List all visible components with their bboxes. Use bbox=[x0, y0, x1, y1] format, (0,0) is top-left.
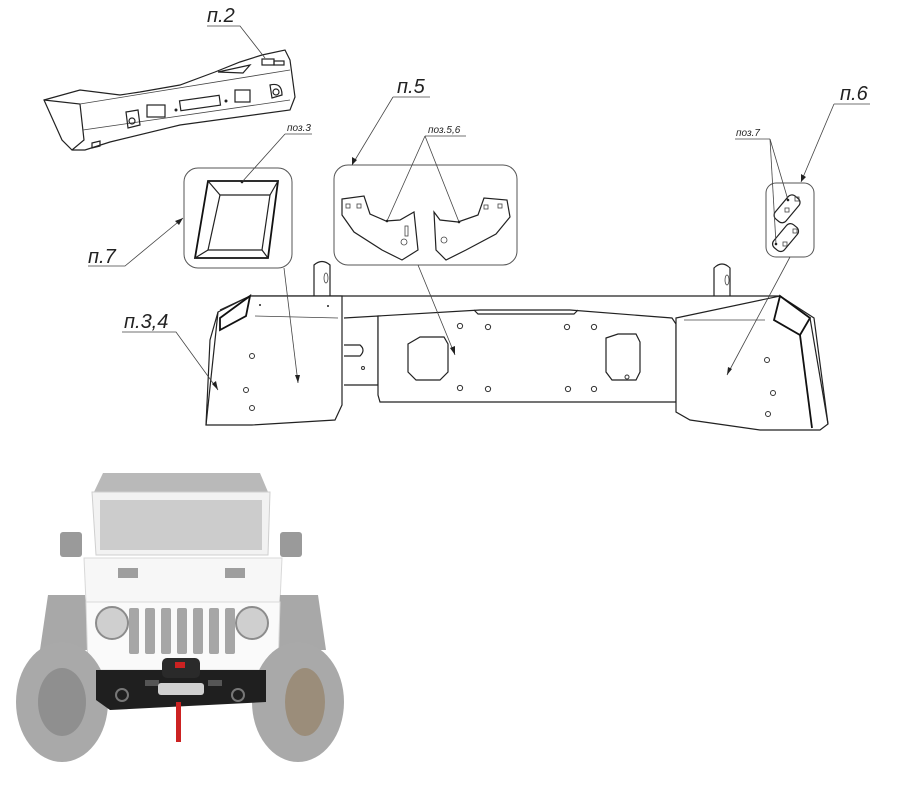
leader-lines bbox=[283, 256, 791, 384]
label-p7: п.7 bbox=[88, 217, 184, 268]
label-poz3: поз.3 bbox=[240, 123, 312, 184]
label-p5: п.5 bbox=[351, 76, 430, 166]
svg-text:п.6: п.6 bbox=[840, 83, 869, 105]
label-p34: п.3,4 bbox=[122, 311, 219, 391]
assembled-bumper-sketch bbox=[43, 49, 296, 151]
svg-text:п.7: п.7 bbox=[88, 246, 117, 268]
svg-text:поз.3: поз.3 bbox=[287, 123, 311, 134]
label-poz56: поз.5,6 bbox=[385, 125, 466, 224]
main-bumper-drawing bbox=[205, 260, 829, 431]
vehicle-photo bbox=[0, 440, 380, 786]
svg-text:п.5: п.5 bbox=[397, 76, 426, 98]
label-p2: п.2 bbox=[207, 5, 266, 59]
side-brackets-detail bbox=[333, 164, 518, 266]
label-p6: п.6 bbox=[800, 83, 870, 183]
label-poz7: поз.7 bbox=[735, 128, 790, 246]
svg-text:поз.7: поз.7 bbox=[736, 128, 760, 139]
svg-text:п.3,4: п.3,4 bbox=[124, 311, 168, 333]
svg-text:п.2: п.2 bbox=[207, 5, 235, 27]
frame-insert-detail bbox=[183, 167, 293, 269]
grille-slots bbox=[129, 608, 235, 654]
svg-text:поз.5,6: поз.5,6 bbox=[428, 125, 461, 136]
